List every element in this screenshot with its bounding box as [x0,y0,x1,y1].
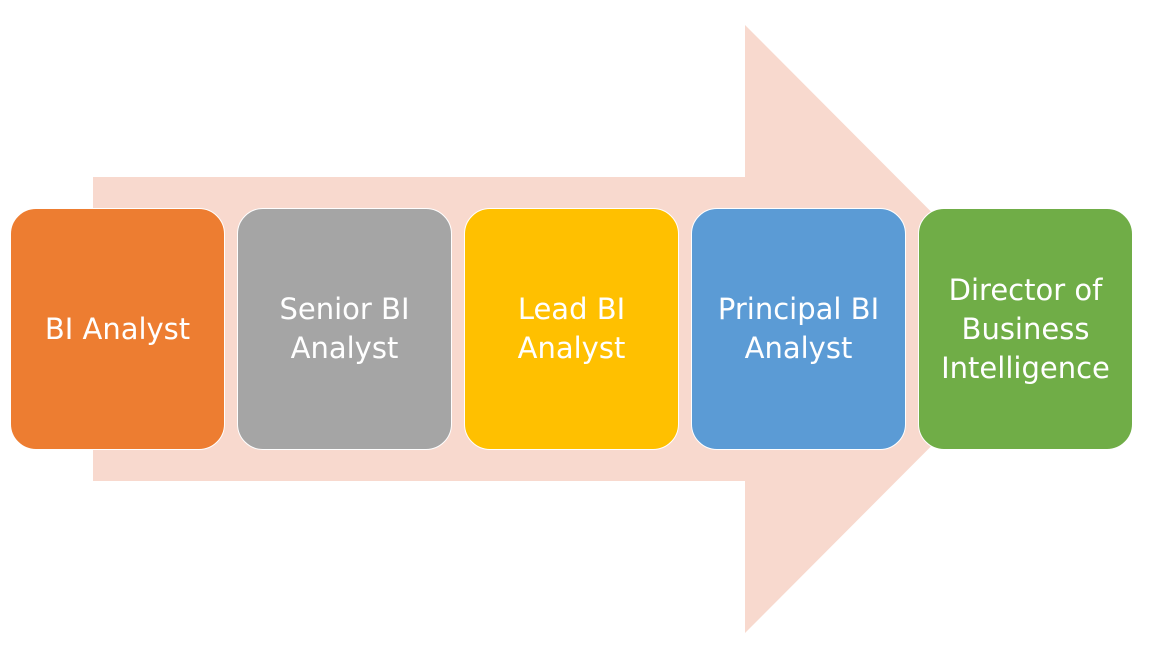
step-lead-bi-analyst: Lead BI Analyst [464,208,679,450]
step-bi-analyst: BI Analyst [10,208,225,450]
step-label: Director of Business Intelligence [941,272,1110,385]
step-senior-bi-analyst: Senior BI Analyst [237,208,452,450]
step-principal-bi-analyst: Principal BI Analyst [691,208,906,450]
step-label: Principal BI Analyst [717,292,880,365]
step-director-of-business-intelligence: Director of Business Intelligence [918,208,1133,450]
step-label: Senior BI Analyst [279,292,410,365]
step-label: Lead BI Analyst [517,292,626,365]
step-label: BI Analyst [44,311,191,346]
